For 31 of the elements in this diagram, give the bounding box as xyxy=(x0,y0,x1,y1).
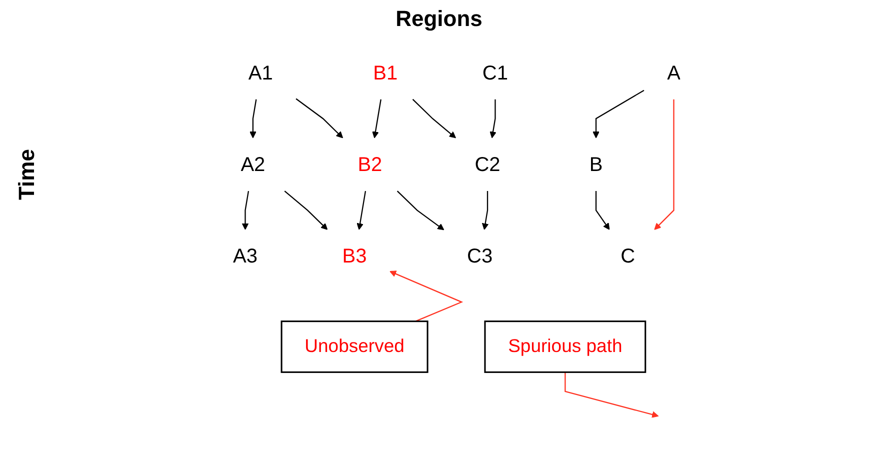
arrow xyxy=(250,99,257,138)
node-text: B1 xyxy=(373,60,398,84)
arrow xyxy=(372,99,382,138)
arrow xyxy=(242,190,250,230)
arrow xyxy=(490,99,496,138)
arrow xyxy=(296,98,344,138)
node-text: C2 xyxy=(474,152,500,176)
arrow xyxy=(412,98,456,138)
node-text: C xyxy=(620,244,636,268)
arrow xyxy=(564,372,659,418)
node-text: A2 xyxy=(240,152,266,176)
axis-title: Time xyxy=(14,149,40,200)
axis-title: Regions xyxy=(394,6,484,32)
node-text: C1 xyxy=(482,60,508,84)
node-box: Unobserved xyxy=(280,320,428,373)
arrow xyxy=(356,190,366,230)
arrow xyxy=(284,190,328,230)
node-text: C3 xyxy=(466,244,493,268)
node-text: A1 xyxy=(248,60,273,84)
node-text: A xyxy=(667,60,680,84)
arrow xyxy=(595,191,610,230)
node-text: A3 xyxy=(232,244,258,268)
arrow xyxy=(482,191,489,230)
node-text: B3 xyxy=(342,244,367,268)
arrow xyxy=(654,99,674,230)
node-box: Spurious path xyxy=(484,320,646,373)
arrow xyxy=(396,190,444,230)
arrow xyxy=(592,90,644,138)
arrow xyxy=(390,270,464,322)
node-text: B xyxy=(589,152,603,176)
node-text: B2 xyxy=(358,152,382,176)
